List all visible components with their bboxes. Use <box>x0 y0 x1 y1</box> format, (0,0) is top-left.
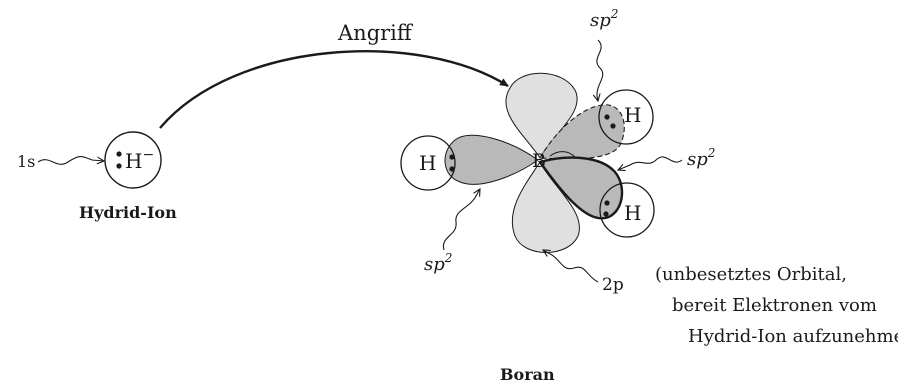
orbital-2p-label: 2p <box>602 275 624 295</box>
electron-dot <box>603 211 609 217</box>
electron-dot <box>449 166 455 172</box>
boran-title: Boran <box>500 365 555 384</box>
hydrogen-left-label: H <box>419 151 436 175</box>
orbital-2p-text: 2p <box>602 275 624 295</box>
attack-arrow <box>159 50 509 129</box>
hydrogen-left-circle <box>400 135 456 191</box>
svg-text:H−: H− <box>125 147 154 173</box>
lone-pair-dot <box>116 151 122 157</box>
wavy-arrow-sp2-bottom <box>442 189 480 251</box>
wavy-arrow-sp2-top <box>597 39 604 101</box>
note-line-3: Hydrid-Ion aufzunehmen) <box>688 326 898 347</box>
attack-label: Angriff <box>337 21 414 45</box>
note-line-1: (unbesetztes Orbital, <box>655 264 847 285</box>
sp2-lobe-left <box>444 134 539 185</box>
wavy-arrow-2p <box>543 250 599 283</box>
sp2-lobe-upper-right <box>539 104 625 160</box>
sp2-text: sp <box>424 254 445 275</box>
sp2-label-top: sp2 <box>590 7 618 31</box>
boron-bond-arc <box>549 151 576 158</box>
orbital-1s-text: 1s <box>17 152 35 171</box>
sp2-exponent: 2 <box>610 7 619 21</box>
hydride-ion-label: Hydrid-Ion <box>79 203 177 222</box>
p-orbital-upper-lobe <box>505 72 578 159</box>
sp2-label-bottom: sp2 <box>424 251 452 275</box>
sp2-exponent: 2 <box>707 146 716 160</box>
hydrogen-lower-right-circle <box>599 182 655 238</box>
hydrogen-upper-right-label: H <box>624 103 641 127</box>
note-line-2: bereit Elektronen vom <box>672 295 877 316</box>
sp2-text: sp <box>590 10 611 31</box>
orbital-1s-label: 1s <box>17 152 35 171</box>
electron-dot <box>610 123 616 129</box>
boron-label: B <box>532 150 546 172</box>
sp2-exponent: 2 <box>444 251 453 265</box>
sp2-text: sp <box>687 149 708 170</box>
lone-pair-dot <box>116 163 122 169</box>
hydrogen-upper-right-circle <box>598 89 654 145</box>
electron-dot <box>604 200 610 206</box>
hydride-charge: − <box>142 147 154 163</box>
electron-dot <box>604 114 610 120</box>
wavy-arrow-1s <box>37 155 104 165</box>
hydrogen-lower-right-label: H <box>624 201 641 225</box>
wavy-arrow-sp2-right <box>618 156 683 170</box>
sp2-label-right: sp2 <box>687 146 715 170</box>
hydride-symbol: H <box>125 149 142 173</box>
electron-dot <box>449 154 455 160</box>
